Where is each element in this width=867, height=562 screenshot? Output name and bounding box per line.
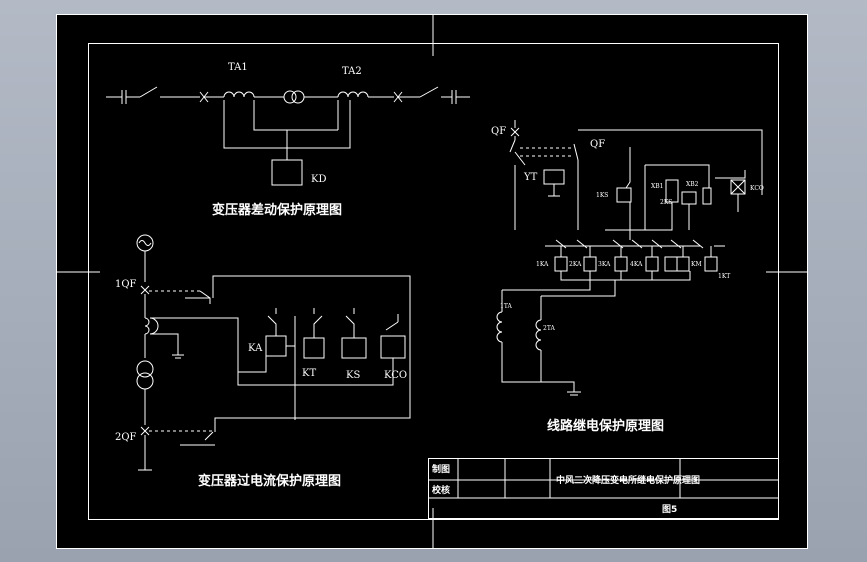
1ta-coil: [496, 311, 503, 343]
2ta-coil: [535, 319, 542, 351]
qf-label-a: QF: [491, 126, 506, 137]
kt-label: KT: [302, 368, 316, 379]
qf-label-b: QF: [590, 139, 605, 150]
xb1-label: XB1: [651, 183, 664, 190]
km-label: KM: [691, 261, 702, 268]
1ta-label: 1TA: [500, 303, 512, 310]
tb-drawing-title: 中风二次降压变电所继电保护原理图: [556, 474, 700, 486]
over-caption: 变压器过电流保护原理图: [198, 473, 341, 489]
tb-check-label: 校核: [432, 484, 450, 496]
qf1-label: 1QF: [115, 279, 137, 290]
qf2-label: 2QF: [115, 432, 137, 443]
kco-label-over: KCO: [384, 370, 407, 381]
ta1-coil: [223, 91, 255, 98]
ct-coil-1: [144, 317, 150, 335]
title-block: [428, 458, 779, 519]
line-protection-diagram: [496, 120, 763, 396]
xb2-plate: [702, 187, 712, 205]
1ks-label: 1KS: [596, 192, 608, 199]
ta2-coil: [337, 91, 369, 98]
4ka-label: 4KA: [630, 261, 643, 268]
differential-protection-diagram: [106, 86, 470, 186]
3ka-label: 3KA: [598, 261, 611, 268]
kd-relay: [271, 159, 303, 186]
1kt-label: 1KT: [718, 273, 730, 280]
line-caption: 线路继电保护原理图: [547, 418, 664, 434]
yt-label: YT: [523, 172, 538, 183]
transformer-winding-1: [283, 90, 297, 104]
outer-frame: [56, 14, 808, 549]
2ka-label: 2KA: [569, 261, 582, 268]
overcurrent-protection-diagram: [136, 234, 411, 471]
kd-label: KD: [311, 174, 327, 185]
transformer-winding-hv: [136, 360, 154, 378]
2ta-label: 2TA: [543, 325, 555, 332]
ks-label: KS: [346, 370, 360, 381]
2ks-label: 2KS: [660, 199, 672, 206]
ta2-label: TA2: [342, 66, 362, 77]
drawing-paper: [56, 14, 808, 549]
ka-label: KA: [248, 343, 263, 354]
xb2-label: XB2: [686, 181, 699, 188]
1ka-label: 1KA: [536, 261, 549, 268]
ta1-label: TA1: [228, 62, 248, 73]
kco-label-line: KCO: [750, 185, 764, 192]
tb-sheet-label: 图5: [662, 504, 677, 515]
tb-draw-label: 制图: [432, 463, 450, 475]
diff-caption: 变压器差动保护原理图: [212, 202, 342, 218]
1ks-relay: [616, 187, 632, 203]
